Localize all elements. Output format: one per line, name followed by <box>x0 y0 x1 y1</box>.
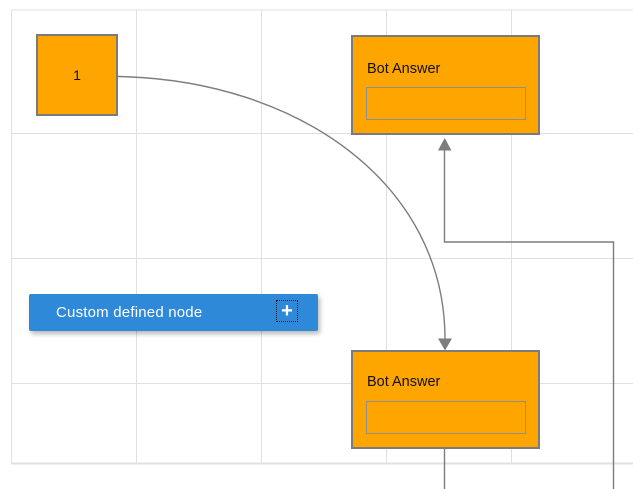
plus-icon: + <box>281 300 293 322</box>
bot-answer-input[interactable] <box>366 87 526 120</box>
custom-node-label: Custom defined node <box>56 304 203 321</box>
add-button[interactable]: + <box>276 300 298 322</box>
node-custom-defined[interactable]: Custom defined node + <box>29 294 318 331</box>
node-bot-answer-top[interactable]: Bot Answer <box>351 35 540 135</box>
connector-curve-start-to-bottom-bot[interactable] <box>117 75 452 351</box>
node-start-square[interactable]: 1 <box>36 34 118 116</box>
bot-answer-input[interactable] <box>366 401 526 434</box>
bot-answer-title: Bot Answer <box>367 374 441 390</box>
node-start-label: 1 <box>73 67 81 83</box>
node-bot-answer-bottom[interactable]: Bot Answer <box>351 350 540 449</box>
arrow-up-icon <box>438 138 452 151</box>
grid-lines <box>11 9 633 465</box>
arrow-down-icon <box>438 338 452 351</box>
connector-elbow-bottom-bot-to-top-bot[interactable] <box>438 138 615 489</box>
bot-answer-title: Bot Answer <box>367 61 441 77</box>
